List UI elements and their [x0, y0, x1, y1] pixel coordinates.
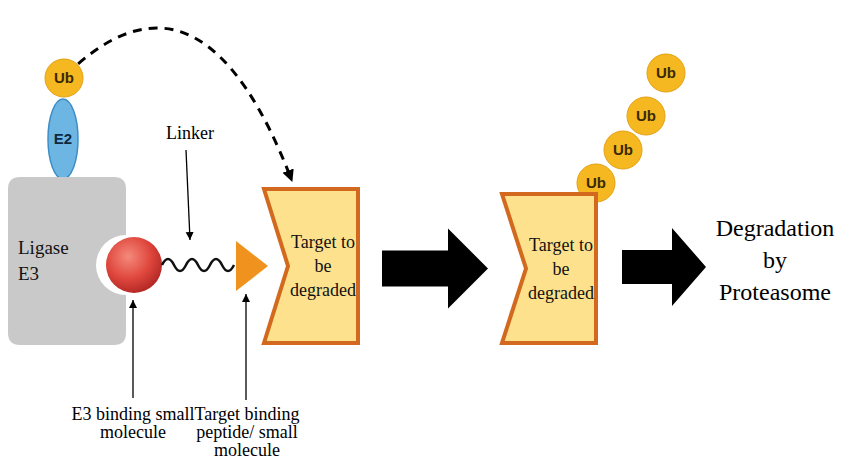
- e2-shape: [48, 99, 78, 179]
- callout-label: E3 binding small molecule: [62, 405, 204, 441]
- target-protein: Target to be degraded: [262, 187, 360, 345]
- block-arrow: [622, 228, 706, 306]
- outcome-label: Degradation by Proteasome: [712, 212, 838, 308]
- block-arrow: [382, 229, 488, 309]
- ubiquitin-circle: Ub: [44, 58, 84, 98]
- leader-line: [245, 294, 246, 400]
- node-label: Ligase E3: [18, 235, 86, 287]
- node-label: Ub: [44, 58, 84, 98]
- ub-shape: [45, 59, 83, 97]
- target-shape: [502, 194, 596, 343]
- node-label: Ub: [603, 130, 643, 170]
- ub-shape: [604, 131, 642, 169]
- node-outline: [8, 177, 126, 345]
- ubiquitin-circle: Ub: [626, 96, 666, 136]
- target-shape: [264, 189, 358, 343]
- node-outline: [500, 192, 598, 345]
- target-binder-triangle: [236, 241, 268, 291]
- node-label: E2: [47, 98, 79, 180]
- node-label: Ub: [626, 96, 666, 136]
- linker-label: Linker: [150, 124, 230, 142]
- ub-shape: [647, 54, 685, 92]
- e3-binder-ball: [106, 237, 162, 293]
- node-label: Ub: [646, 53, 686, 93]
- e2-enzyme: E2: [47, 98, 79, 180]
- linker-squiggle: [162, 259, 234, 271]
- ubiquitin-circle: Ub: [646, 53, 686, 93]
- callout-label: Target binding peptide/ small molecule: [178, 405, 316, 459]
- ligase-shape: [8, 177, 126, 345]
- node-label: Target to be degraded: [290, 230, 356, 302]
- transfer-arrow: [78, 28, 292, 181]
- leader-line: [186, 150, 190, 240]
- ubiquitin-circle: Ub: [603, 130, 643, 170]
- e3-ligase: Ligase E3: [8, 177, 126, 345]
- leader-line: [132, 300, 133, 398]
- node-label: Target to be degraded: [528, 233, 594, 305]
- ub-shape: [627, 97, 665, 135]
- target-protein: Target to be degraded: [500, 192, 598, 345]
- node-outline: [262, 187, 360, 345]
